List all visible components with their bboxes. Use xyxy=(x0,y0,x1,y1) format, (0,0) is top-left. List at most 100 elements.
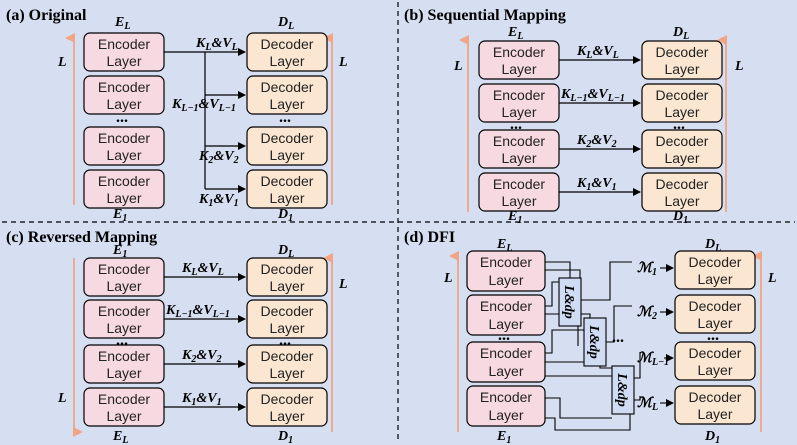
panel-d-encoder-4: Encoder Layer xyxy=(466,385,546,427)
panel-d-encoder-2: Encoder Layer xyxy=(466,294,546,336)
panel-c-encoder-3: Encoder Layer xyxy=(83,344,165,384)
svg-text:Encoder: Encoder xyxy=(480,389,532,405)
panel-d-adapter-1: L&dp xyxy=(558,277,582,327)
svg-text:Decoder: Decoder xyxy=(261,303,314,319)
svg-text:Decoder: Decoder xyxy=(689,254,742,270)
panel-a-kv-2: K2&V2 xyxy=(198,149,239,166)
svg-text:Layer: Layer xyxy=(106,365,141,381)
panel-d-decoder-ellipsis: ... xyxy=(707,327,719,344)
panel-c-right-L: L xyxy=(338,277,348,292)
panel-d-adapter-3: L&dp xyxy=(611,365,635,415)
panel-b-encoder-2: Encoder Layer xyxy=(478,83,560,123)
panel-c-kv-1: KL&VL xyxy=(181,261,224,278)
svg-text:Decoder: Decoder xyxy=(261,36,314,52)
panel-d-decoder-3: Decoder Layer xyxy=(674,341,756,381)
svg-text:Decoder: Decoder xyxy=(261,391,314,407)
panel-d-m-3: ℳL−1 xyxy=(637,351,669,368)
svg-text:Encoder: Encoder xyxy=(98,261,150,277)
svg-text:Layer: Layer xyxy=(269,190,304,206)
panel-a: (a) Original L L EL DL E1 D1 Encoder Lay… xyxy=(6,7,348,224)
svg-text:Layer: Layer xyxy=(106,278,141,294)
panel-b-encoder-3: Encoder Layer xyxy=(478,129,560,169)
panel-b-encoder-4: Encoder Layer xyxy=(478,172,560,212)
svg-text:Encoder: Encoder xyxy=(493,87,545,103)
panel-a-left-L: L xyxy=(57,55,67,70)
panel-c-decoder-1: Decoder Layer xyxy=(246,257,328,297)
svg-text:Decoder: Decoder xyxy=(261,348,314,364)
panel-a-bottom-decoder-label: D1 xyxy=(277,207,293,224)
svg-text:Layer: Layer xyxy=(664,61,699,77)
svg-text:Layer: Layer xyxy=(269,96,304,112)
svg-text:Layer: Layer xyxy=(664,104,699,120)
panel-b-decoder-1: Decoder Layer xyxy=(641,40,723,80)
svg-text:Layer: Layer xyxy=(697,271,732,287)
svg-text:Layer: Layer xyxy=(501,61,536,77)
svg-text:Decoder: Decoder xyxy=(656,44,709,60)
panel-a-title: (a) Original xyxy=(6,7,87,24)
svg-text:Layer: Layer xyxy=(106,408,141,424)
svg-text:Decoder: Decoder xyxy=(261,79,314,95)
panel-c: (c) Reversed Mapping L L E1 DL EL D1 Enc… xyxy=(6,229,348,445)
panel-b-encoder-ellipsis: ... xyxy=(510,116,522,133)
svg-text:Decoder: Decoder xyxy=(261,173,314,189)
panel-b-decoder-2: Decoder Layer xyxy=(641,83,723,123)
panel-d-adapter-ellipsis: ... xyxy=(612,329,624,346)
panel-a-decoder-4: Decoder Layer xyxy=(246,169,328,209)
panel-d-encoder-ellipsis: ... xyxy=(498,327,510,344)
panel-a-top-encoder-label: EL xyxy=(114,15,130,32)
panel-a-top-decoder-label: DL xyxy=(277,15,294,32)
svg-text:Layer: Layer xyxy=(488,272,523,288)
svg-text:Decoder: Decoder xyxy=(689,345,742,361)
svg-text:Decoder: Decoder xyxy=(261,130,314,146)
svg-text:Layer: Layer xyxy=(488,363,523,379)
svg-text:L&dp: L&dp xyxy=(561,284,576,318)
panel-a-decoder-2: Decoder Layer xyxy=(246,75,328,115)
panel-c-decoder-3: Decoder Layer xyxy=(246,344,328,384)
svg-text:Layer: Layer xyxy=(269,365,304,381)
panel-a-encoder-ellipsis: ... xyxy=(116,109,128,126)
panel-b-decoder-4: Decoder Layer xyxy=(641,172,723,212)
panel-a-encoder-3: Encoder Layer xyxy=(83,126,165,166)
svg-text:Encoder: Encoder xyxy=(493,176,545,192)
panel-d-decoder-4: Decoder Layer xyxy=(674,385,756,425)
panel-c-left-L: L xyxy=(57,391,67,406)
svg-text:Layer: Layer xyxy=(488,407,523,423)
panel-d-title: (d) DFI xyxy=(404,229,455,246)
svg-text:Encoder: Encoder xyxy=(480,298,532,314)
panel-b-top-encoder-label: EL xyxy=(507,25,523,42)
panel-d-left-L: L xyxy=(443,271,453,286)
svg-text:L&dp: L&dp xyxy=(614,372,629,406)
svg-text:Layer: Layer xyxy=(269,408,304,424)
svg-text:Encoder: Encoder xyxy=(493,133,545,149)
svg-text:Layer: Layer xyxy=(106,190,141,206)
svg-text:Layer: Layer xyxy=(697,406,732,422)
panel-c-decoder-4: Decoder Layer xyxy=(246,387,328,427)
panel-c-kv-3: K2&V2 xyxy=(181,348,222,365)
panel-d-m-2: ℳ2 xyxy=(637,305,657,322)
svg-text:Layer: Layer xyxy=(269,320,304,336)
svg-text:Layer: Layer xyxy=(106,320,141,336)
svg-text:Decoder: Decoder xyxy=(689,389,742,405)
panel-c-encoder-4: Encoder Layer xyxy=(83,387,165,427)
panel-d-decoder-2: Decoder Layer xyxy=(674,294,756,334)
svg-text:Encoder: Encoder xyxy=(98,36,150,52)
svg-text:Layer: Layer xyxy=(697,315,732,331)
panel-a-encoder-2: Encoder Layer xyxy=(83,75,165,115)
panel-c-kv-2: KL−1&VL−1 xyxy=(165,303,230,320)
svg-text:Layer: Layer xyxy=(488,316,523,332)
panel-a-bottom-encoder-label: E1 xyxy=(112,207,127,224)
panel-d-encoder-1: Encoder Layer xyxy=(466,250,546,292)
panel-d-right-L: L xyxy=(767,271,777,286)
svg-text:Layer: Layer xyxy=(269,278,304,294)
panel-c-title: (c) Reversed Mapping xyxy=(6,229,157,246)
panel-a-decoder-1: Decoder Layer xyxy=(246,32,328,72)
svg-text:Decoder: Decoder xyxy=(656,176,709,192)
svg-text:Decoder: Decoder xyxy=(656,87,709,103)
panel-b: (b) Sequential Mapping L L EL DL E1 D1 E… xyxy=(404,7,744,226)
svg-text:Decoder: Decoder xyxy=(261,261,314,277)
svg-text:Layer: Layer xyxy=(269,147,304,163)
svg-text:Layer: Layer xyxy=(106,147,141,163)
svg-text:Layer: Layer xyxy=(106,96,141,112)
panel-d-decoder-1: Decoder Layer xyxy=(674,250,756,290)
panel-d: (d) DFI L L EL DL E1 D1 Encoder Layer En… xyxy=(404,229,777,445)
